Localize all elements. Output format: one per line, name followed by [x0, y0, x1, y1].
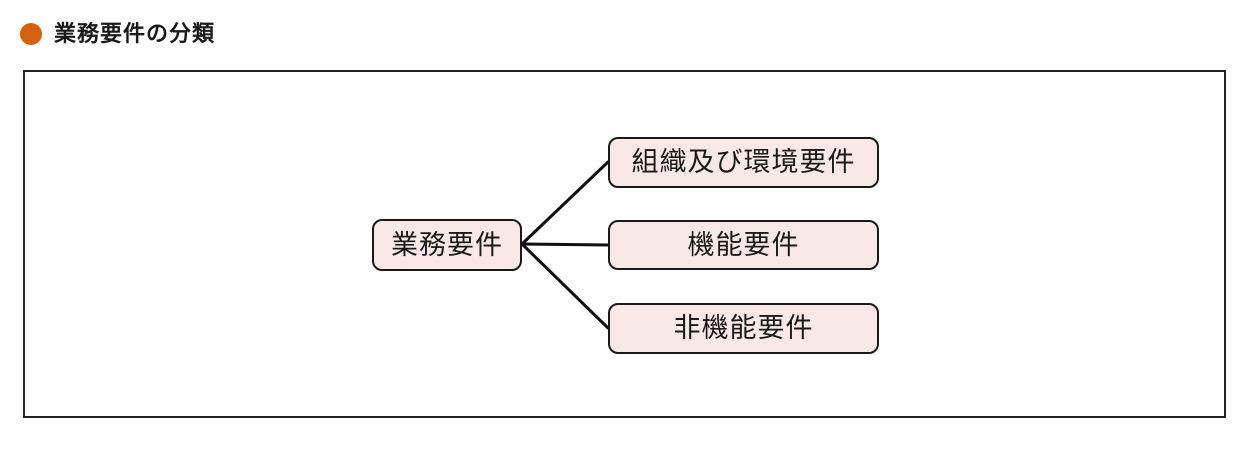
diagram-frame: 業務要件 組織及び環境要件 機能要件 非機能要件	[23, 70, 1226, 418]
node-child-organization-environment-requirements: 組織及び環境要件	[608, 137, 879, 188]
figure-title-row: 業務要件の分類	[20, 22, 215, 45]
node-root-business-requirements: 業務要件	[372, 219, 522, 271]
connector-root-to-child1	[520, 242, 610, 247]
node-child-functional-requirements: 機能要件	[608, 220, 879, 270]
orange-bullet-icon	[20, 22, 42, 45]
connector-root-to-child2	[520, 242, 610, 330]
figure-title: 業務要件の分類	[54, 21, 216, 46]
connector-root-to-child0	[520, 160, 610, 246]
node-child-nonfunctional-requirements: 非機能要件	[608, 303, 879, 354]
